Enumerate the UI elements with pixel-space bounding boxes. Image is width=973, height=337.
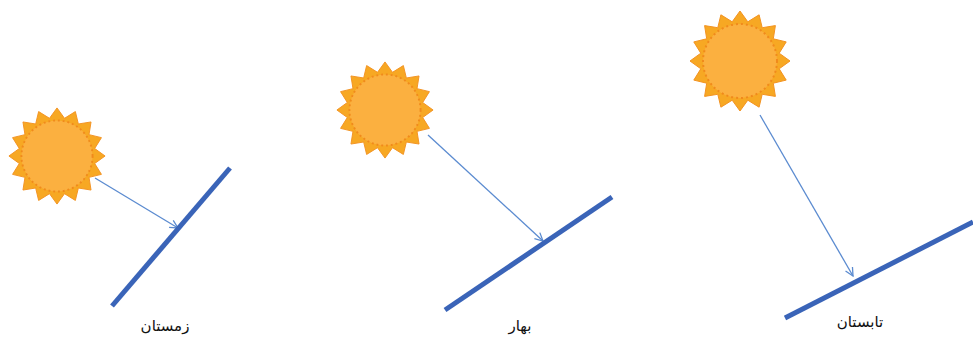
- season-label: زمستان: [141, 317, 190, 335]
- sun: [9, 108, 105, 204]
- panel: [445, 197, 612, 310]
- season-label: تابستان: [837, 313, 883, 331]
- sun: [690, 11, 790, 111]
- sun-ray: [95, 178, 178, 228]
- panel: [112, 168, 230, 306]
- sun-ray: [428, 135, 543, 241]
- sun: [337, 62, 433, 158]
- season-label: بهار: [509, 317, 532, 335]
- panel: [785, 222, 973, 318]
- sun-ray: [760, 115, 853, 276]
